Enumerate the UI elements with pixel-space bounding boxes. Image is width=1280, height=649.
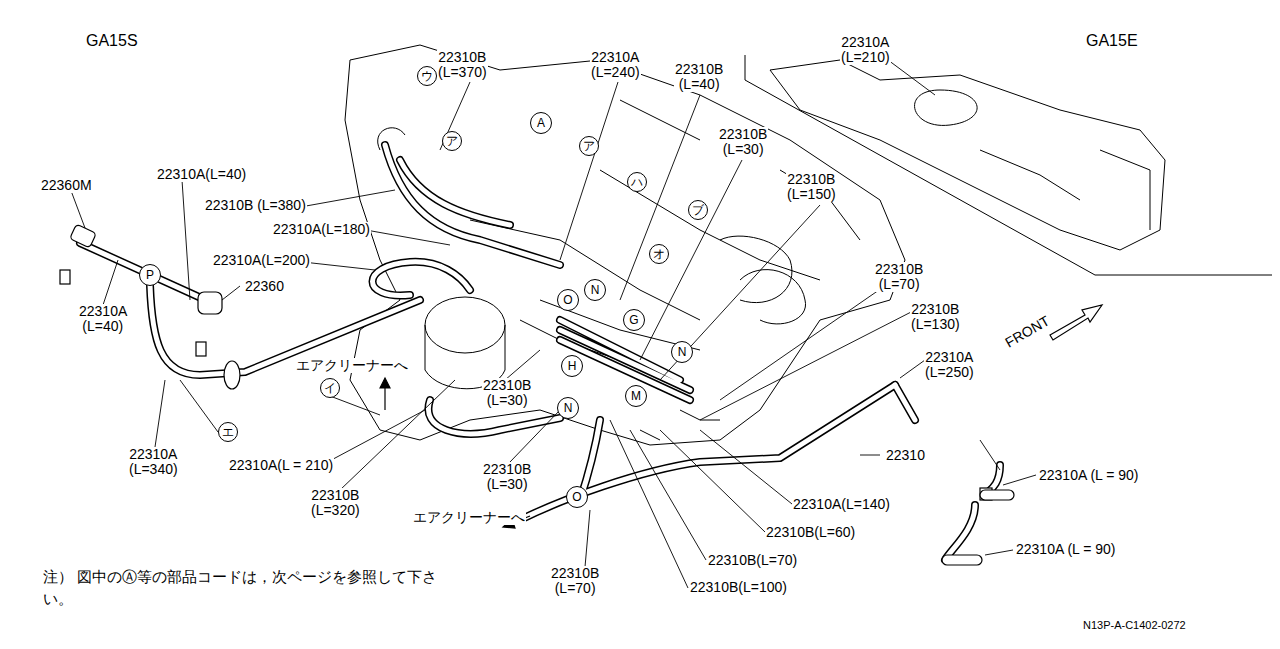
callout-letter: P <box>146 269 154 281</box>
callout-circle: ア <box>442 131 462 151</box>
callout-letter: O <box>563 294 572 306</box>
callout-circle: エ <box>218 422 238 442</box>
callout-circle: N <box>584 279 606 301</box>
part-number: 22310A(L=180) <box>272 222 371 237</box>
part-number: GA15E <box>1085 33 1139 48</box>
part-number: エアクリーナーへ <box>412 510 526 525</box>
part-number: 22310 <box>885 448 926 463</box>
part-number: 22310B(L=60) <box>765 525 856 540</box>
callout-letter: ア <box>446 135 458 147</box>
callout-letter: ブ <box>692 204 704 216</box>
part-number: 22310B (L=370) <box>437 50 488 80</box>
part-number: 22310B (L=30) <box>482 462 532 492</box>
part-number: 22310A (L = 90) <box>1038 468 1140 483</box>
part-number: 22310B (L=130) <box>910 302 961 332</box>
part-number: エアクリーナーへ <box>295 358 409 373</box>
callout-circle: P <box>139 264 161 286</box>
part-number: 22310B(L=70) <box>707 553 798 568</box>
part-number: 22310A (L=40) <box>78 304 128 334</box>
callout-circle: ハ <box>627 172 647 192</box>
part-number: 22310B (L=30) <box>718 127 768 157</box>
callout-circle: M <box>625 385 647 407</box>
part-number: GA15S <box>85 33 139 48</box>
part-number: N13P-A-C1402-0272 <box>1082 618 1187 633</box>
callout-letter: エ <box>222 426 234 438</box>
callout-circle: N <box>557 397 579 419</box>
footnote: 注） 図中のⒶ等の部品コードは，次ページを参照して下さい。 <box>42 566 439 610</box>
callout-circle: ブ <box>688 200 708 220</box>
part-number: 22360M <box>40 178 93 193</box>
part-number: 22310A(L=140) <box>792 497 891 512</box>
callout-circle: ウ <box>417 66 437 86</box>
callout-letter: イ <box>324 382 336 394</box>
callout-letter: N <box>591 284 600 296</box>
part-number: 22310A (L = 90) <box>1015 542 1117 557</box>
callout-letter: N <box>564 402 573 414</box>
part-number: 22310B (L=380) <box>204 198 307 213</box>
part-number: 22310A(L=40) <box>156 167 247 182</box>
part-number: 22310A(L = 210) <box>228 458 334 473</box>
part-number: 22360 <box>244 279 285 294</box>
part-number: 22310A (L=240) <box>590 50 641 80</box>
callout-letter: ウ <box>421 70 433 82</box>
part-number: 22310A (L=210) <box>840 35 891 65</box>
part-number: 22310A(L=200) <box>212 253 311 268</box>
callout-circle: O <box>566 486 588 508</box>
part-number: 22310B (L=320) <box>310 488 361 518</box>
part-number: 22310B (L=30) <box>482 378 532 408</box>
callout-circle: N <box>671 341 693 363</box>
callout-circle: A <box>530 112 552 134</box>
part-number: 22310B (L=150) <box>786 172 837 202</box>
part-number: 22310A (L=250) <box>924 350 975 380</box>
part-number: 22310B (L=70) <box>550 566 600 596</box>
callout-letter: A <box>537 117 545 129</box>
callout-circle: O <box>557 289 579 311</box>
part-number: 22310B (L=40) <box>674 62 724 92</box>
part-number: 22310B (L=70) <box>874 262 924 292</box>
callout-circle: イ <box>320 378 340 398</box>
callout-letter: オ <box>653 248 665 260</box>
callout-letter: H <box>568 360 577 372</box>
callout-circle: G <box>623 309 645 331</box>
callout-circle: H <box>561 355 583 377</box>
callout-circle: オ <box>649 244 669 264</box>
direction-label: FRONT <box>1002 313 1053 351</box>
callout-letter: ア <box>583 140 595 152</box>
part-number: 22310B(L=100) <box>689 580 788 595</box>
callout-letter: M <box>631 390 641 402</box>
callout-letter: ハ <box>631 176 643 188</box>
part-number: 22310A (L=340) <box>128 447 179 477</box>
callout-letter: N <box>678 346 687 358</box>
callout-circle: ア <box>579 136 599 156</box>
callout-letter: G <box>629 314 638 326</box>
callout-letter: O <box>572 491 581 503</box>
